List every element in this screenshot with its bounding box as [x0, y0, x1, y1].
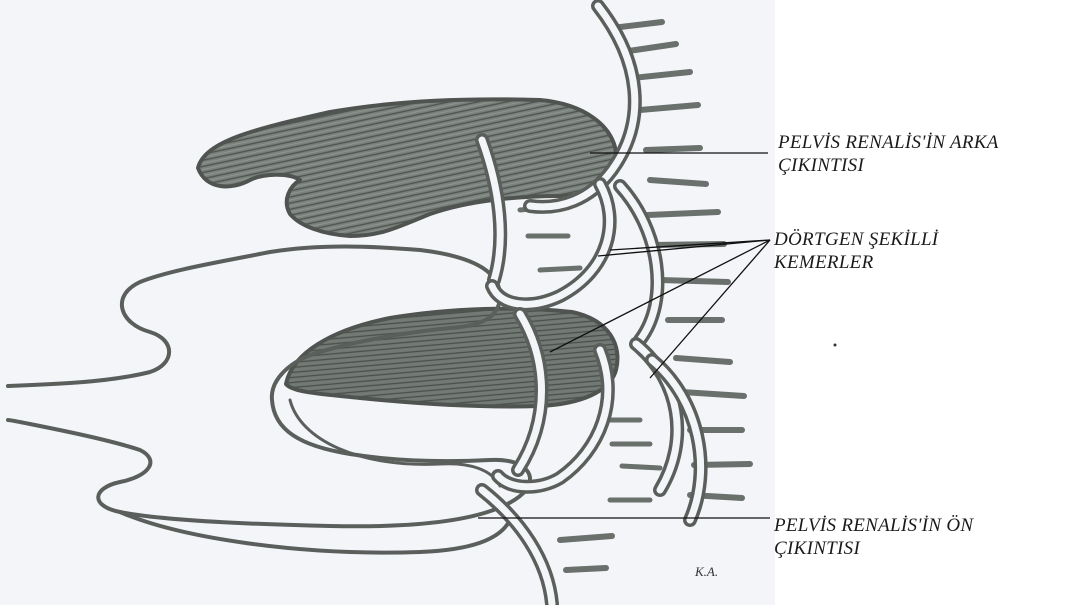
label-posterior-line1: PELVİS RENALİS'İN ARKA — [778, 131, 999, 154]
label-arches-line1: DÖRTGEN ŞEKİLLİ — [774, 228, 938, 251]
label-quadrilateral-arches: DÖRTGEN ŞEKİLLİ KEMERLER — [774, 228, 938, 274]
label-arches-line2: KEMERLER — [774, 251, 938, 274]
label-anterior-line1: PELVİS RENALİS'İN ÖN — [774, 514, 973, 537]
author-signature: K.A. — [695, 564, 718, 580]
label-posterior-projection: PELVİS RENALİS'İN ARKA ÇIKINTISI — [778, 131, 999, 177]
label-posterior-line2: ÇIKINTISI — [778, 154, 999, 177]
label-anterior-line2: ÇIKINTISI — [774, 537, 973, 560]
stray-dot — [834, 344, 837, 347]
label-anterior-projection: PELVİS RENALİS'İN ÖN ÇIKINTISI — [774, 514, 973, 560]
